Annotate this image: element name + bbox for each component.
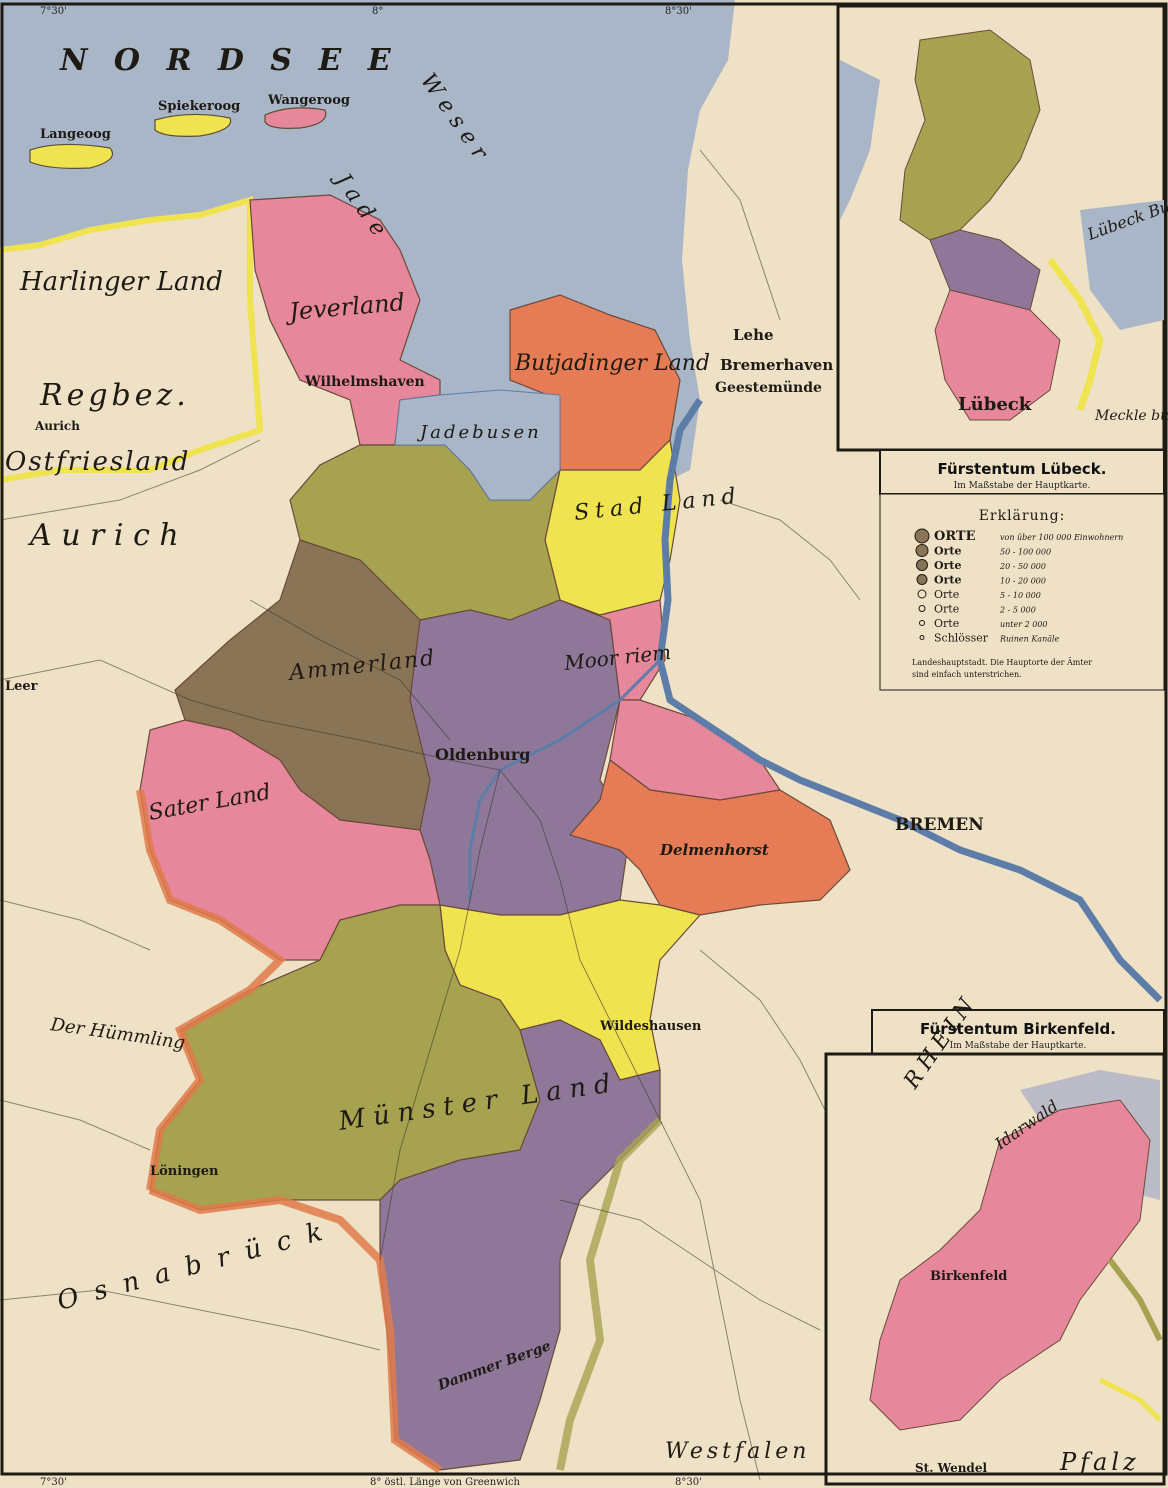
inset-lubeck-title: Fürstentum Lübeck. xyxy=(938,460,1107,478)
legend-label-7: Schlösser xyxy=(934,632,989,645)
region-moorriem xyxy=(559,599,666,701)
inset-birkenfeld-title-box xyxy=(871,1009,1165,1055)
legend-desc-0: von über 100 000 Einwohnern xyxy=(1000,533,1123,542)
label-geestemunde: Geestemünde xyxy=(715,380,822,396)
legend-label-2: Orte xyxy=(934,559,961,572)
coord-top-right: 8°30' xyxy=(665,6,692,17)
label-aurich: Aurich xyxy=(34,419,80,433)
legend-label-4: Orte xyxy=(934,588,959,601)
birkenfeld-pfalz: Pfalz xyxy=(1059,1448,1140,1476)
legend-symbol-5 xyxy=(918,605,926,612)
border-orange-west xyxy=(136,789,287,1191)
legend-label-6: Orte xyxy=(934,617,959,630)
label-lehe: Lehe xyxy=(733,326,774,344)
birkenfeld-wendel: St. Wendel xyxy=(915,1461,987,1475)
label-ostfriesland: Ostfriesland xyxy=(5,447,190,477)
legend-symbol-4 xyxy=(917,589,927,599)
jadebusen-water xyxy=(394,389,561,501)
label-aurich-big: A u r i c h xyxy=(27,518,179,553)
inset-lubeck xyxy=(836,4,1166,452)
lubeck-meckle: Meckle burg xyxy=(1094,408,1168,424)
legend-symbol-7 xyxy=(919,635,925,640)
label-jadebusen: Jadebusen xyxy=(416,422,542,443)
legend-symbol-6 xyxy=(919,620,925,626)
legend-label-3: Orte xyxy=(934,574,961,587)
island-spiekeroog xyxy=(154,113,232,137)
legend-desc-7: Ruinen Kanäle xyxy=(999,635,1060,644)
label-langeoog: Langeoog xyxy=(40,127,111,142)
label-leer: Leer xyxy=(5,679,38,694)
label-bremerhaven: Bremerhaven xyxy=(720,356,833,374)
legend-label-1: Orte xyxy=(934,545,961,558)
label-butjadinger-land: Butjadinger Land xyxy=(514,351,710,376)
legend-label-5: Orte xyxy=(934,603,959,616)
region-delmenhorst xyxy=(568,758,851,916)
label-bremen: BREMEN xyxy=(895,815,984,835)
legend-title: Erklärung: xyxy=(979,508,1066,524)
label-wangeroog: Wangeroog xyxy=(267,93,350,108)
label-regbez-north: Regbez. xyxy=(39,378,190,413)
inset-lubeck-subtitle: Im Maßstabe der Hauptkarte. xyxy=(954,481,1091,491)
legend-box xyxy=(879,493,1165,691)
legend-desc-2: 20 - 50 000 xyxy=(999,562,1046,571)
legend-symbol-2 xyxy=(916,559,928,571)
legend-symbol-0 xyxy=(914,528,930,544)
birkenfeld-place: Birkenfeld xyxy=(930,1269,1007,1284)
coord-top-left: 7°30' xyxy=(40,6,67,17)
legend-symbol-1 xyxy=(915,544,929,557)
label-wildeshausen: Wildeshausen xyxy=(599,1019,702,1034)
coord-bottom-caption: 8° östl. Länge von Greenwich xyxy=(370,1477,521,1488)
inset-birkenfeld-title: Fürstentum Birkenfeld. xyxy=(920,1020,1116,1038)
road-network xyxy=(0,149,861,1481)
weser-river xyxy=(656,398,1163,1003)
region-southern-purple xyxy=(379,1019,661,1471)
inset-birkenfeld-subtitle: Im Maßstabe der Hauptkarte. xyxy=(950,1041,1087,1051)
legend-label-0: ORTE xyxy=(934,529,976,544)
legend-symbol-3 xyxy=(916,574,928,585)
label-loningen: Löningen xyxy=(150,1164,219,1179)
label-westfalen: Westfalen xyxy=(665,1439,810,1464)
label-harlinger-land: Harlinger Land xyxy=(19,267,223,297)
legend-note-2: sind einfach unterstrichen. xyxy=(912,670,1022,679)
lubeck-place: Lübeck xyxy=(958,394,1032,415)
legend-note-1: Landeshauptstadt. Die Hauptorte der Ämte… xyxy=(912,658,1092,667)
legend-desc-5: 2 - 5 000 xyxy=(999,606,1036,615)
coord-bottom-right: 8°30' xyxy=(675,1477,702,1488)
island-wangeroog xyxy=(264,107,327,129)
island-langeoog xyxy=(29,143,114,169)
label-nordsee: N O R D S E E xyxy=(59,43,399,78)
label-spiekeroog: Spiekeroog xyxy=(158,99,240,114)
coord-top-mid: 8° xyxy=(372,6,383,17)
label-wilhelmshaven: Wilhelmshaven xyxy=(304,374,425,390)
legend-desc-3: 10 - 20 000 xyxy=(1000,577,1046,586)
legend-desc-6: unter 2 000 xyxy=(1000,620,1048,629)
legend-desc-1: 50 - 100 000 xyxy=(1000,548,1051,557)
legend-desc-4: 5 - 10 000 xyxy=(1000,591,1041,600)
label-oldenburg: Oldenburg xyxy=(435,745,530,764)
border-olive-east xyxy=(556,1117,663,1471)
inset-lubeck-title-box xyxy=(879,449,1165,495)
label-delmenhorst: Delmenhorst xyxy=(659,841,769,859)
border-orange-south xyxy=(148,1186,443,1474)
inset-birkenfeld xyxy=(824,1052,1166,1486)
ostfriesland-coast xyxy=(0,195,264,484)
coord-bottom-left: 7°30' xyxy=(40,1477,67,1488)
